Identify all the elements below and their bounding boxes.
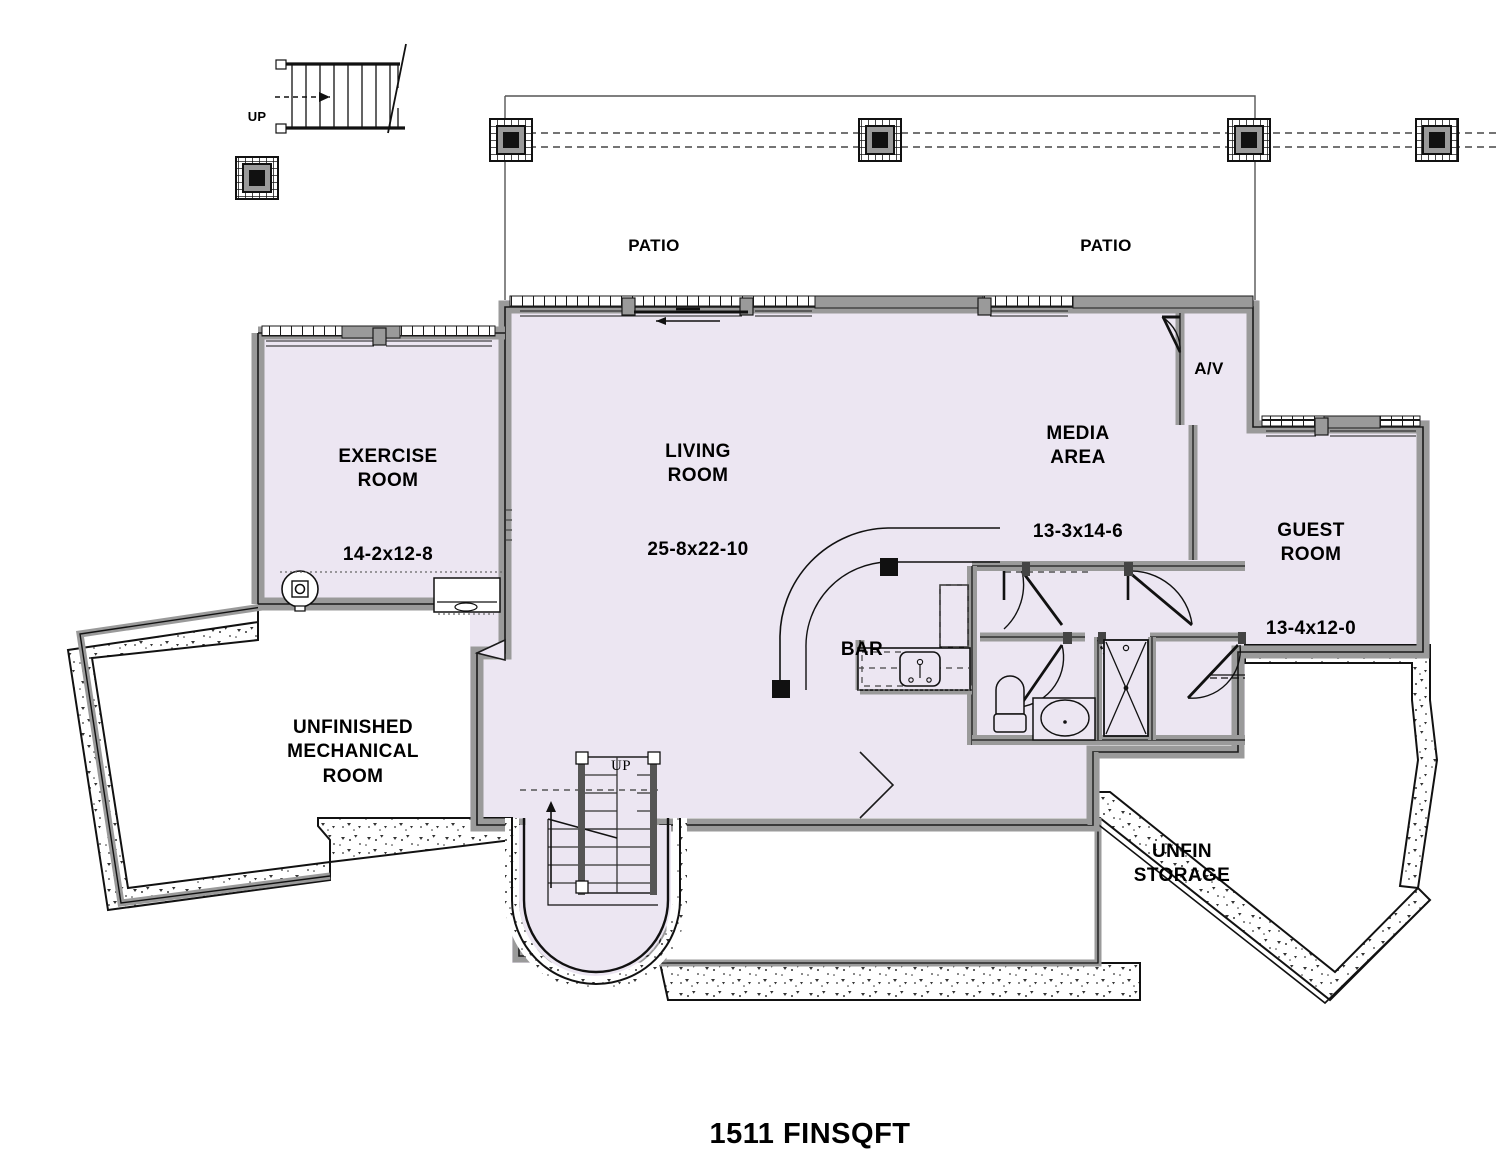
bar-curved-counter [772, 527, 1000, 698]
bath-fixtures [993, 639, 1245, 741]
upper-stair [275, 43, 413, 134]
mechanical-room-foundation-wall [66, 600, 513, 912]
storage-foundation-wall [658, 791, 1432, 1005]
mechanical-fixtures [280, 570, 505, 615]
exercise-room-windows [261, 325, 496, 347]
main-stair [505, 751, 687, 991]
door-swings [1002, 570, 1241, 708]
right-foundation-wall [1244, 644, 1439, 890]
patio-beam-lines [505, 132, 1500, 148]
living-room-notch [474, 638, 895, 819]
columns [235, 118, 1459, 200]
guest-room-window [1261, 415, 1421, 437]
door-jambs [1022, 562, 1246, 644]
living-room-sliding-doors [509, 295, 1254, 325]
